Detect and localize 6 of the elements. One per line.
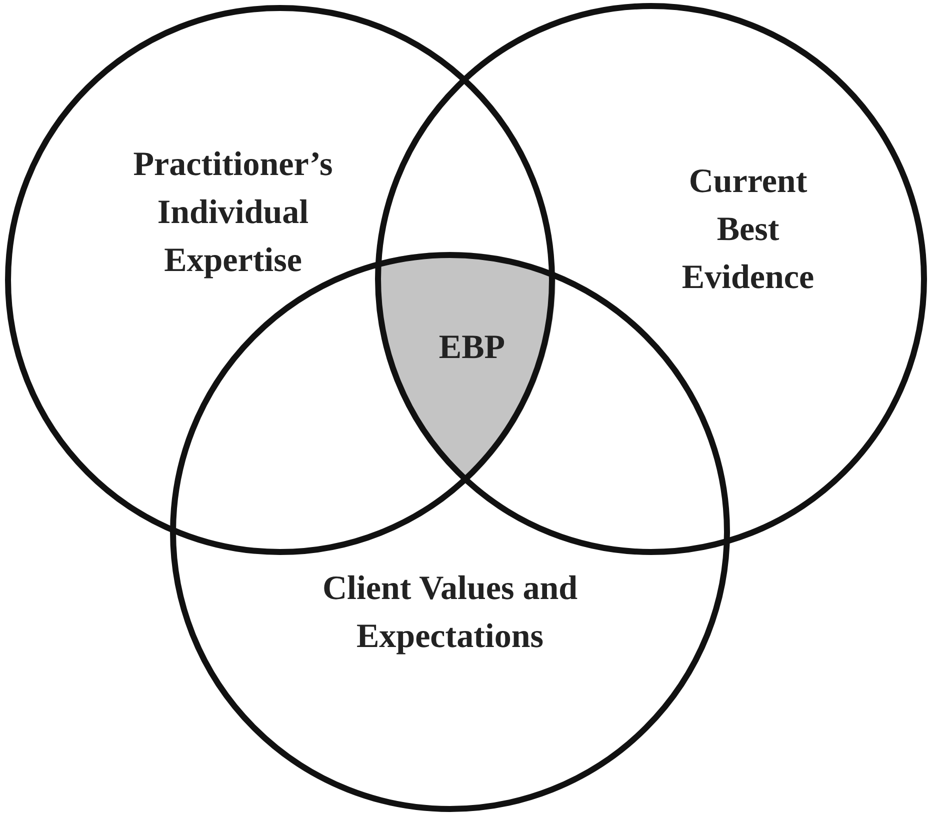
region-label: EBP: [438, 328, 506, 368]
circle-label: Client Values and Expectations: [321, 569, 579, 657]
venn-circle: [5, 5, 555, 555]
circle-label: Current Best Evidence: [680, 162, 816, 298]
circle-label: Practitioner’s Individual Expertise: [132, 145, 334, 281]
venn-circle: [375, 3, 927, 555]
